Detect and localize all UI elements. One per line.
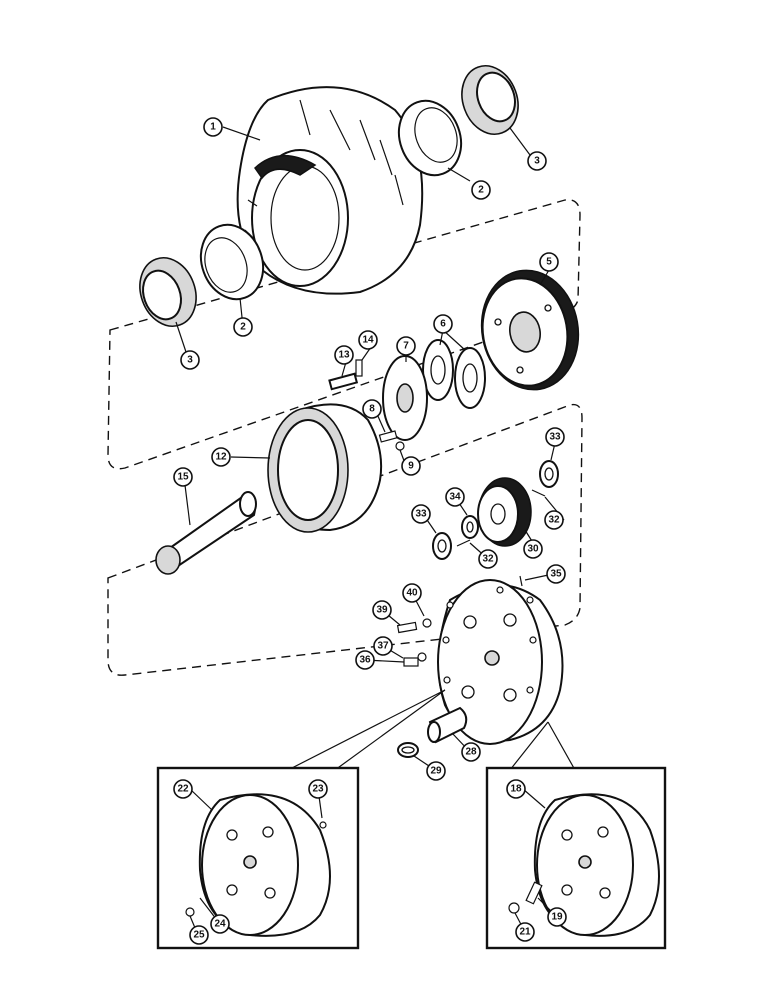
callout-1: 1 (203, 117, 223, 137)
callout-5: 5 (539, 252, 559, 272)
callout-32: 32 (544, 510, 564, 530)
svg-text:3: 3 (534, 156, 540, 167)
svg-text:25: 25 (193, 930, 205, 941)
svg-text:32: 32 (548, 515, 560, 526)
callout-33: 33 (411, 504, 431, 524)
svg-text:7: 7 (403, 341, 409, 352)
inset-left-carrier-part (185, 793, 331, 937)
callout-12: 12 (211, 447, 231, 467)
snap-ring-part (397, 742, 419, 758)
lock-plate-part (328, 372, 359, 391)
svg-text:21: 21 (519, 927, 531, 938)
svg-text:23: 23 (312, 784, 324, 795)
callout-36: 36 (355, 650, 375, 670)
svg-text:6: 6 (440, 319, 446, 330)
callout-2: 2 (233, 317, 253, 337)
callout-40: 40 (402, 583, 422, 603)
svg-text:22: 22 (177, 784, 189, 795)
callout-2: 2 (471, 180, 491, 200)
svg-text:13: 13 (338, 350, 350, 361)
bearing-cup-upper-part (397, 99, 463, 177)
svg-text:18: 18 (510, 784, 522, 795)
callout-9: 9 (401, 456, 421, 476)
svg-text:33: 33 (549, 432, 561, 443)
callout-7: 7 (396, 336, 416, 356)
callout-21: 21 (515, 922, 535, 942)
pinion-gear-part (477, 477, 532, 547)
callout-39: 39 (372, 600, 392, 620)
carrier-plate-part (382, 355, 428, 441)
callout-6: 6 (433, 314, 453, 334)
svg-text:37: 37 (377, 641, 389, 652)
svg-text:2: 2 (240, 322, 246, 333)
svg-text:15: 15 (177, 472, 189, 483)
callout-25: 25 (189, 925, 209, 945)
callout-34: 34 (445, 487, 465, 507)
callout-29: 29 (426, 761, 446, 781)
callout-23: 23 (308, 779, 328, 799)
svg-text:29: 29 (430, 766, 442, 777)
callout-35: 35 (546, 564, 566, 584)
svg-text:3: 3 (187, 355, 193, 366)
svg-text:39: 39 (376, 605, 388, 616)
callout-13: 13 (334, 345, 354, 365)
svg-text:33: 33 (415, 509, 427, 520)
callout-22: 22 (173, 779, 193, 799)
callout-3: 3 (527, 151, 547, 171)
callout-19: 19 (547, 907, 567, 927)
hub-housing-part (236, 86, 424, 295)
cap-screw-part (355, 359, 363, 377)
svg-text:28: 28 (465, 747, 477, 758)
svg-text:1: 1 (210, 122, 216, 133)
planet-carrier-part (437, 579, 564, 745)
lower-group-outline (107, 403, 583, 676)
callout-15: 15 (173, 467, 193, 487)
svg-text:8: 8 (369, 404, 375, 415)
callout-8: 8 (362, 399, 382, 419)
drive-gear-part (480, 269, 580, 391)
axle-shaft-part (155, 491, 257, 575)
callout-37: 37 (373, 636, 393, 656)
svg-text:36: 36 (359, 655, 371, 666)
svg-text:40: 40 (406, 588, 418, 599)
svg-text:12: 12 (215, 452, 227, 463)
inset-right-carrier-part (508, 793, 660, 937)
svg-text:32: 32 (482, 554, 494, 565)
bearing-cone-upper-part (461, 65, 519, 135)
callout-32: 32 (478, 549, 498, 569)
svg-text:9: 9 (408, 461, 414, 472)
callout-14: 14 (358, 330, 378, 350)
bolt-part (378, 430, 398, 443)
planet-pin-part (427, 706, 468, 744)
lock-plates-part (422, 339, 486, 409)
ring-gear-part (267, 403, 383, 533)
svg-text:24: 24 (214, 919, 226, 930)
roll-pin-part (456, 489, 546, 587)
bearing-cone-lower-part (139, 257, 197, 327)
callout-24: 24 (210, 914, 230, 934)
thrust-washer-part (432, 460, 559, 560)
svg-text:5: 5 (546, 257, 552, 268)
svg-text:34: 34 (449, 492, 461, 503)
callout-3: 3 (180, 350, 200, 370)
callout-33: 33 (545, 427, 565, 447)
callout-18: 18 (506, 779, 526, 799)
svg-text:2: 2 (478, 185, 484, 196)
svg-text:30: 30 (527, 544, 539, 555)
washer-small-part (395, 441, 405, 451)
callout-30: 30 (523, 539, 543, 559)
svg-text:35: 35 (550, 569, 562, 580)
callout-28: 28 (461, 742, 481, 762)
svg-text:14: 14 (362, 335, 374, 346)
svg-text:19: 19 (551, 912, 563, 923)
small-hardware-part (396, 618, 432, 667)
bearing-cup-lower-part (199, 223, 265, 301)
